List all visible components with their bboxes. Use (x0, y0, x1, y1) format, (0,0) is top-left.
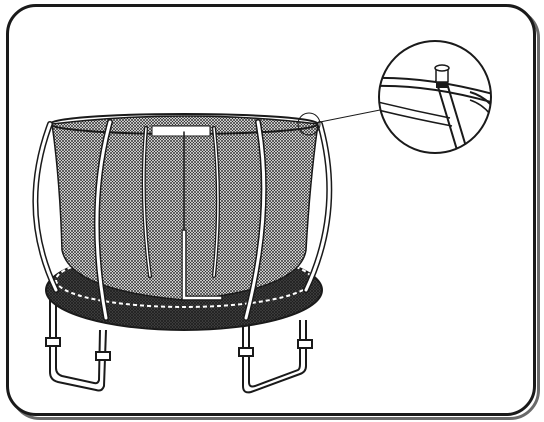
detail-marker-circle (297, 112, 321, 136)
zoom-callout (378, 40, 492, 154)
zipper-l (181, 229, 223, 301)
safety-net (51, 115, 319, 301)
net-entrance (151, 125, 211, 137)
legs (45, 300, 313, 394)
enclosure-poles (32, 119, 333, 321)
leader-line (319, 109, 381, 123)
pole-cap-icon (434, 64, 450, 88)
